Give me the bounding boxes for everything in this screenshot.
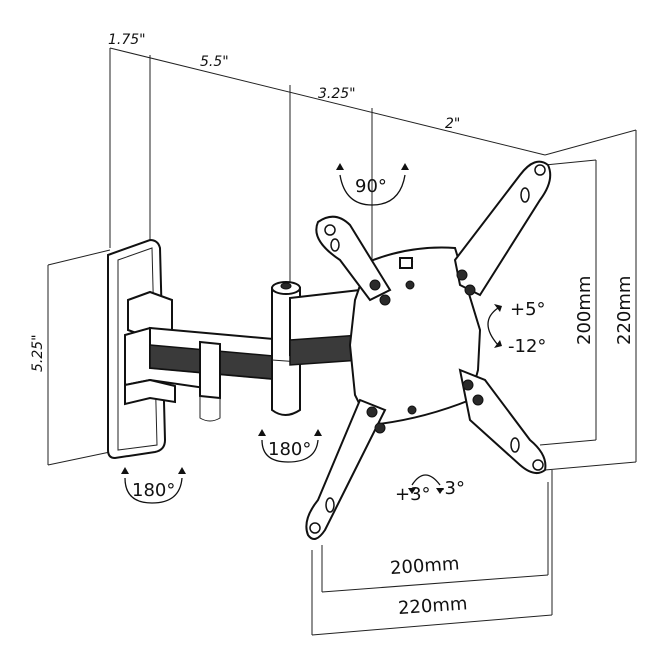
top-dimension-line [109, 47, 546, 156]
height-top-extension [47, 249, 111, 266]
vesa-220-horizontal-line [311, 614, 553, 636]
top-right-hole-1 [534, 164, 546, 176]
height-bottom-extension [47, 451, 111, 466]
labels: 1.75" 5.5" 3.25" 2" 5.25" 200mm 220mm 20… [30, 32, 635, 619]
label-tilt-up: +5° [510, 299, 546, 320]
dimension-lines [47, 47, 637, 636]
label-arm-swivel: 180° [268, 439, 311, 460]
label-vesa-width-outer: 220mm [397, 593, 468, 619]
wall-bracket-bottom [124, 378, 176, 406]
bottom-right-slot [510, 437, 520, 453]
wall-swivel-arrow-left [121, 467, 129, 474]
vesa-bottom-inner-extension [539, 439, 597, 446]
label-vesa-height-outer: 220mm [614, 276, 635, 345]
vesa-top-knob [399, 257, 413, 269]
arm-swivel-arrow-right [314, 429, 322, 436]
bottom-right-bolt-2 [472, 394, 484, 406]
tilt-arrow-down [494, 340, 502, 348]
label-wall-swivel: 180° [132, 480, 175, 501]
top-right-slot [520, 187, 530, 203]
vesa-arm-top-right [453, 160, 552, 297]
vesa-200-horizontal-line [321, 574, 549, 593]
top-left-bolt-2 [379, 294, 391, 306]
bottom-left-bolt-2 [374, 422, 386, 434]
label-level-pos: +3° [395, 484, 431, 505]
label-arm-3: 2" [445, 116, 460, 132]
tilt-arrow-up [494, 304, 502, 312]
top-swivel-arc [339, 174, 406, 206]
vesa-top-extension [544, 129, 637, 156]
vesa-arm-top-left [315, 215, 392, 302]
center-bolt-top [405, 280, 415, 290]
top-left-bolt [369, 279, 381, 291]
top-right-bolt-2 [464, 284, 476, 296]
wall-swivel-arrow-right [178, 467, 186, 474]
label-arm-1: 5.5" [200, 54, 229, 70]
tilt-arc [487, 307, 499, 346]
label-top-swivel: 90° [355, 176, 387, 197]
vesa-bottom-extension [544, 461, 637, 471]
label-level-neg: -3° [438, 478, 465, 499]
top-swivel-arrow-left [336, 163, 344, 170]
level-arrow-right [436, 488, 444, 494]
bottom-left-hole-1 [309, 522, 321, 534]
bottom-left-slot [325, 497, 335, 513]
top-left-slot [330, 238, 340, 252]
pivot-bolt [280, 282, 292, 290]
wall-swivel-arc [124, 477, 183, 504]
swing-arm [124, 281, 361, 422]
center-bolt-bottom [407, 405, 417, 415]
arm-hook [199, 396, 221, 422]
vesa-bracket [305, 160, 552, 540]
label-vesa-width-inner: 200mm [389, 553, 460, 579]
top-left-hole-1 [324, 224, 336, 236]
wall-plate-inner [117, 247, 158, 451]
top-right-bolt [456, 269, 468, 281]
level-arc [411, 474, 441, 486]
bottom-right-hole-1 [532, 459, 544, 471]
rotation-indicators [121, 163, 502, 504]
vesa-top-inner-extension [544, 159, 597, 166]
label-arm-2: 3.25" [318, 86, 356, 102]
bottom-right-bolt [462, 379, 474, 391]
top-swivel-arrow-right [401, 163, 409, 170]
label-vesa-height-inner: 200mm [574, 276, 595, 345]
vesa-arm-bottom-left [305, 398, 387, 540]
arm-swivel-arc [261, 439, 319, 463]
level-arrow-left [408, 488, 416, 494]
arm-swivel-arrow-left [258, 429, 266, 436]
arm-collar [199, 340, 221, 400]
label-tilt-down: -12° [508, 336, 546, 357]
bottom-left-bolt [366, 406, 378, 418]
label-plate-height: 5.25" [30, 334, 46, 372]
label-wall-depth: 1.75" [108, 32, 146, 48]
